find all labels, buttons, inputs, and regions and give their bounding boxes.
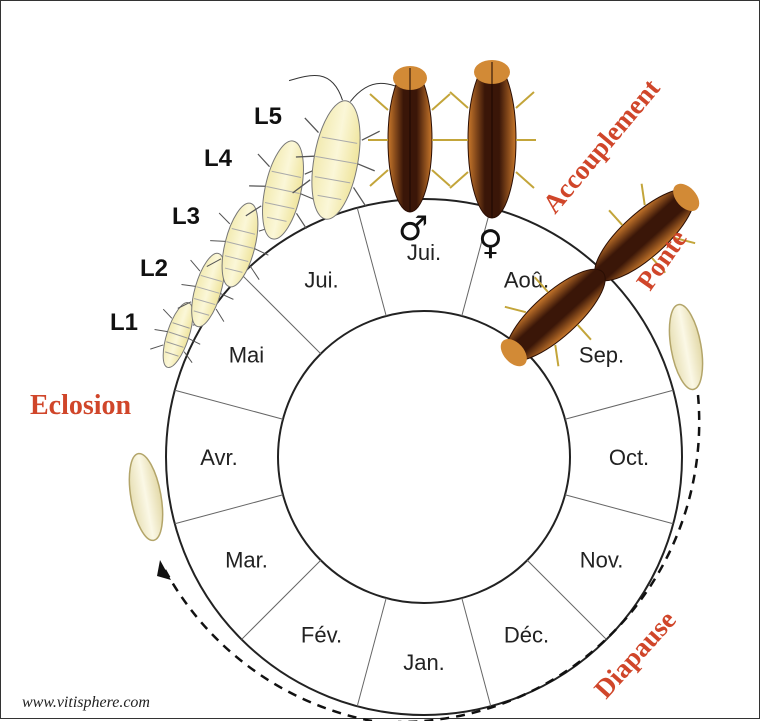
month-label: Déc. (504, 623, 549, 648)
event-eclosion: Eclosion (30, 390, 132, 421)
month-label: Jui. (304, 267, 338, 292)
stage-label-l5: L5 (254, 103, 282, 130)
month-label: Nov. (580, 548, 624, 573)
male-symbol: ♂ (398, 209, 428, 249)
adult-male (368, 66, 452, 212)
month-label: Mar. (225, 548, 268, 573)
adult-female (448, 60, 536, 218)
stage-label-l1: L1 (110, 309, 138, 336)
stage-label-l3: L3 (172, 203, 200, 230)
month-label: Avr. (200, 445, 238, 470)
month-label: Fév. (301, 623, 342, 648)
month-label: Mai (229, 343, 264, 368)
stage-label-l2: L2 (140, 255, 168, 282)
month-label: Sep. (579, 343, 624, 368)
month-label: Oct. (609, 445, 649, 470)
month-label: Jan. (403, 650, 445, 675)
diapause-arrowhead (157, 560, 171, 580)
stage-label-l4: L4 (204, 145, 233, 172)
female-symbol: ♀ (478, 223, 503, 263)
egg-left (124, 451, 169, 543)
source-credit: www.vitisphere.com (22, 694, 150, 712)
event-accouplement: Accouplement (537, 73, 666, 219)
month-label: Aoû. (504, 267, 549, 292)
